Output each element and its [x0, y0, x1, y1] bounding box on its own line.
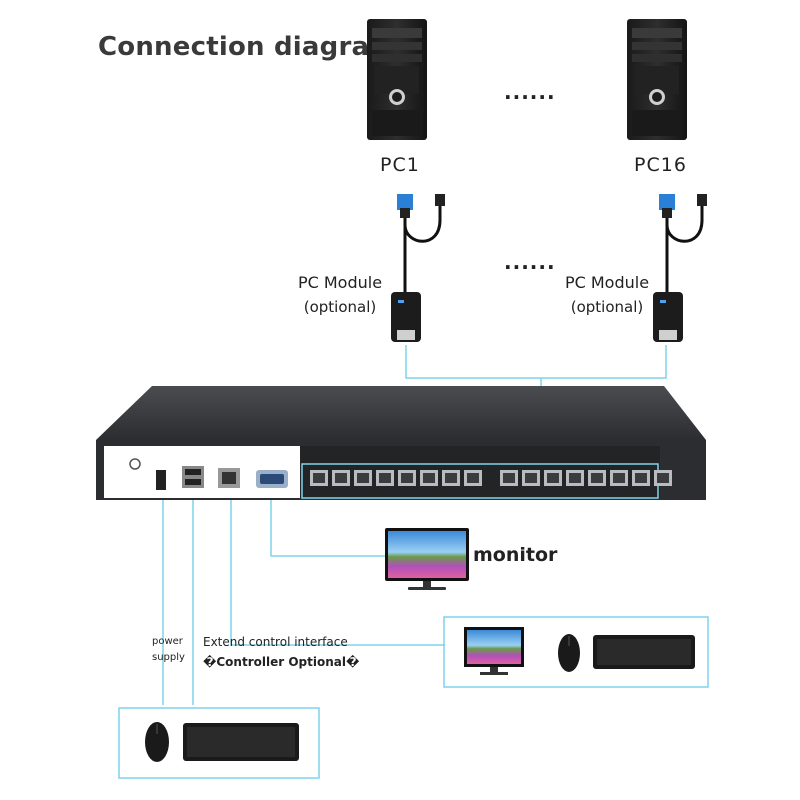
local-console-box — [118, 707, 320, 779]
monitor-device — [385, 528, 469, 590]
rj45-port-socket — [357, 473, 369, 483]
rj45-port-socket — [657, 473, 669, 483]
ellipsis-top: ...... — [504, 80, 556, 104]
module-right-title: PC Module — [564, 273, 650, 292]
controller-optional-label: �Controller Optional� — [203, 655, 360, 669]
controller-mouse — [558, 634, 580, 672]
rj45-port-socket — [547, 473, 559, 483]
local-mouse — [145, 722, 169, 762]
rj45-port-socket — [313, 473, 325, 483]
rj45-port-socket — [525, 473, 537, 483]
monitor-line — [270, 500, 385, 557]
module-right-note: (optional) — [570, 298, 644, 316]
rj45-port-socket — [401, 473, 413, 483]
controller-keyboard — [593, 635, 695, 669]
rj45-port-socket — [613, 473, 625, 483]
ground-icon — [129, 458, 141, 470]
controller-box — [443, 616, 709, 688]
module-left-title: PC Module — [297, 273, 383, 292]
monitor-label: monitor — [473, 544, 558, 566]
pc-module-left — [391, 194, 445, 342]
pc1-tower — [367, 19, 427, 140]
module-left-note: (optional) — [303, 298, 377, 316]
rj45-port-socket — [569, 473, 581, 483]
rj45-port-socket — [591, 473, 603, 483]
rj45-port-socket — [423, 473, 435, 483]
ellipsis-middle: ...... — [504, 250, 556, 274]
pc1-label: PC1 — [380, 154, 420, 176]
rj45-port-socket — [503, 473, 515, 483]
rj45-port-socket — [379, 473, 391, 483]
rj45-port-socket — [445, 473, 457, 483]
power-label-line2: supply — [152, 652, 185, 663]
pc-module-right — [653, 194, 707, 342]
rj45-port-socket — [467, 473, 479, 483]
pc16-label: PC16 — [634, 154, 687, 176]
rj45-port-socket — [335, 473, 347, 483]
controller-monitor — [464, 627, 524, 675]
rj45-port-socket — [635, 473, 647, 483]
diagram-title: Connection diagram — [98, 32, 397, 62]
pc16-tower — [627, 19, 687, 140]
power-port — [156, 470, 166, 490]
extend-line — [230, 500, 445, 646]
extend-control-label: Extend control interface — [203, 635, 348, 649]
power-label-line1: power — [152, 636, 183, 647]
rj45-port-row — [310, 470, 672, 486]
local-keyboard — [183, 723, 299, 761]
